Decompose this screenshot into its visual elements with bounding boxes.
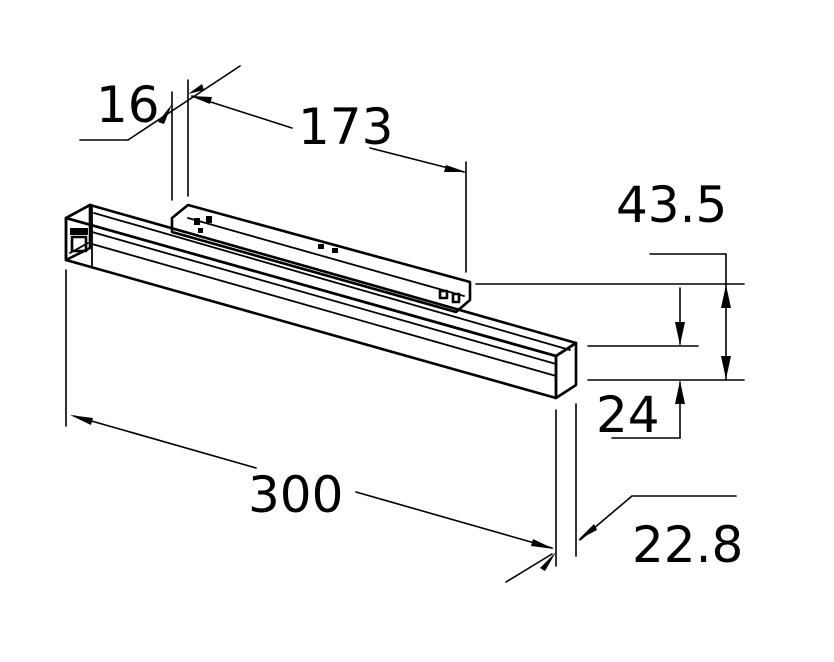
dimension-173 — [190, 95, 467, 273]
profile-right-end — [554, 341, 578, 400]
mounting-bracket — [170, 203, 472, 314]
front-groove-lower — [91, 243, 557, 377]
dimension-24 — [587, 287, 699, 439]
profile-left-end — [64, 203, 92, 262]
bracket-inner-edge — [187, 217, 465, 297]
dimension-300 — [65, 269, 557, 567]
bracket-hole-right-1 — [438, 289, 449, 300]
bracket-hole-left-1 — [194, 218, 200, 225]
dimension-label-22-8: 22.8 — [632, 516, 743, 574]
front-groove-upper — [91, 231, 557, 365]
dimension-label-300: 300 — [248, 466, 343, 524]
dimension-label-173: 173 — [298, 98, 393, 156]
dimension-label-24: 24 — [596, 386, 660, 444]
top-face-inner-edge — [93, 212, 571, 351]
dimension-43-5 — [475, 253, 745, 381]
bracket-hole-left-3 — [198, 228, 203, 233]
dimension-label-43-5: 43.5 — [616, 176, 727, 234]
dimension-22-8 — [505, 403, 737, 583]
dimension-16 — [79, 65, 241, 201]
bracket-hole-mid-2 — [332, 248, 338, 253]
dimension-label-16: 16 — [96, 76, 160, 134]
bracket-hole-left-2 — [206, 216, 212, 223]
profile-body — [64, 203, 578, 400]
bracket-hole-right-2 — [451, 292, 461, 304]
bracket-hole-mid-1 — [318, 244, 324, 249]
